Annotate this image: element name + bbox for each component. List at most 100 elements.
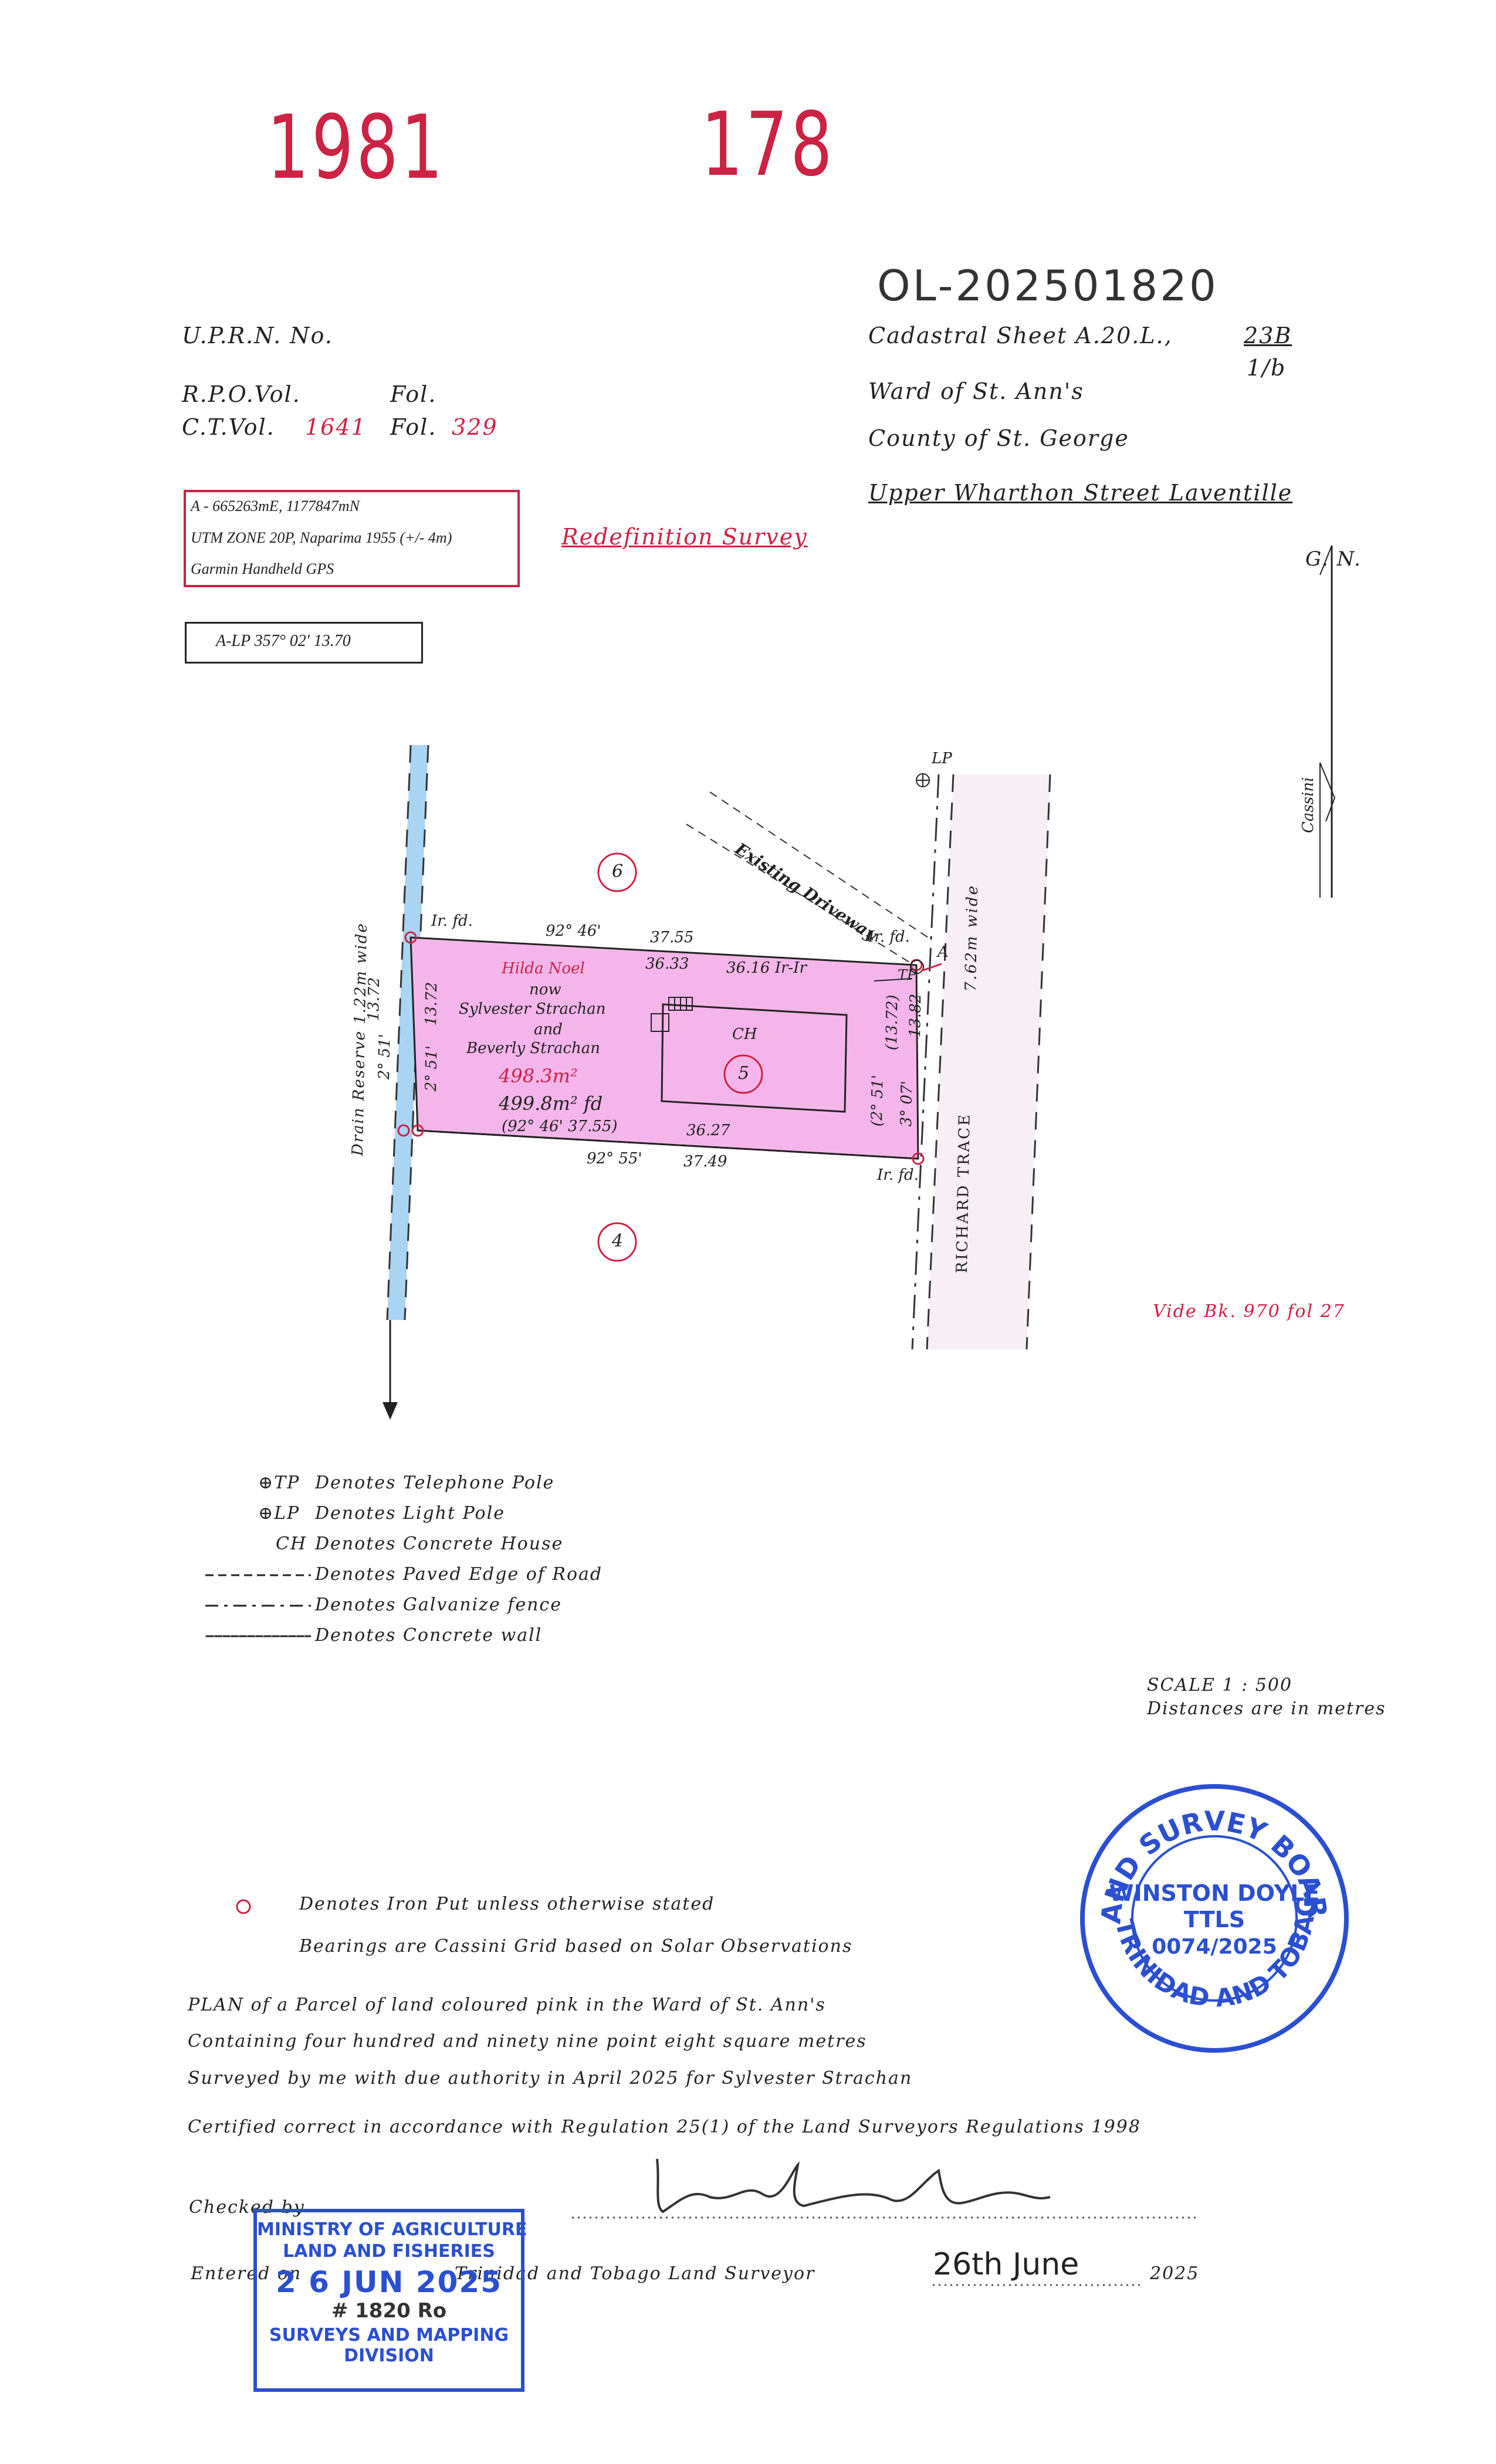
checked-by-label: Checked by: [189, 2197, 305, 2218]
owner-sylvester: Sylvester Strachan: [459, 1000, 606, 1018]
bottom-inner-distance: 36.27: [686, 1122, 730, 1139]
gps-line-3: Garmin Handheld GPS: [191, 560, 334, 577]
uprn-label: U.P.R.N. No.: [182, 323, 333, 348]
bottom-bearing: 92° 55': [587, 1150, 642, 1167]
lp-label: LP: [932, 750, 952, 767]
tp-label: TP: [898, 967, 917, 983]
owner-now: now: [529, 981, 561, 999]
ct-fol-label: Fol.: [390, 414, 437, 440]
right-angle-1: (2° 51': [868, 1074, 887, 1127]
right-dist-1: (13.72): [883, 994, 902, 1051]
plan-text-3: Surveyed by me with due authority in Apr…: [188, 2068, 913, 2089]
ministry-line-3: SURVEYS AND MAPPING: [269, 2325, 509, 2345]
legend-line-wall: [205, 1635, 311, 1637]
area-new: 498.3m²: [499, 1065, 578, 1087]
legend-text-lp: Denotes Light Pole: [315, 1503, 505, 1524]
plan-text-4: Certified correct in accordance with Reg…: [188, 2117, 1141, 2137]
ministry-ref: # 1820 Ro: [331, 2299, 447, 2323]
legend-symbol-lp: ⊕LP: [258, 1503, 300, 1524]
iron-corner-tl: [404, 931, 417, 944]
iron-fd-top-left: Ir. fd.: [431, 912, 473, 930]
road-strip: [927, 774, 1050, 1349]
signature-line: [572, 2216, 1200, 2219]
north-label: G. N.: [1305, 547, 1362, 571]
plan-text-2: Containing four hundred and ninety nine …: [188, 2031, 867, 2052]
entered-on-label: Entered on: [191, 2263, 302, 2284]
stamp-number-left: 1981: [267, 97, 446, 199]
vide-reference: Vide Bk. 970 fol 27: [1153, 1301, 1345, 1322]
legend-text-ch: Denotes Concrete House: [315, 1534, 564, 1554]
north-arrow: [1319, 545, 1335, 898]
iron-corner-bl2: [397, 1124, 410, 1137]
gps-coordinate-box: [184, 490, 520, 587]
ct-vol-value: 1641: [305, 414, 367, 440]
ministry-line-4: DIVISION: [344, 2345, 434, 2366]
iron-fd-top-right: Ir. fd.: [868, 928, 910, 946]
alp-bearing-box: [185, 622, 423, 664]
cadastral-sheet-sub: 1/b: [1247, 355, 1287, 381]
original-owner: Hilda Noel: [502, 960, 585, 977]
ministry-line-1: MINISTRY OF AGRICULTURE: [257, 2219, 527, 2240]
cadastral-sheet-label: Cadastral Sheet A.20.L.,: [868, 323, 1173, 348]
legend-line-paved: [205, 1574, 311, 1576]
rpo-fol-label: Fol.: [390, 381, 437, 407]
concrete-house: [661, 1003, 848, 1113]
left-angle-outer: 2° 51': [375, 1033, 394, 1080]
gps-line-2: UTM ZONE 20P, Naparima 1955 (+/- 4m): [191, 529, 452, 546]
ct-fol-value: 329: [452, 414, 498, 440]
legend-text-tp: Denotes Telephone Pole: [315, 1473, 555, 1493]
left-dist-inner: 13.72: [422, 981, 441, 1026]
legend-text-paved: Denotes Paved Edge of Road: [315, 1564, 603, 1585]
road-width: 7.62m wide: [962, 884, 982, 992]
iron-put-note: Denotes Iron Put unless otherwise stated: [299, 1894, 715, 1914]
alp-bearing-text: A-LP 357° 02' 13.70: [216, 632, 351, 650]
date-line: [933, 2284, 1144, 2286]
bottom-distance: 37.49: [683, 1153, 727, 1170]
rpo-vol-label: R.P.O.Vol.: [182, 381, 301, 407]
owner-and: and: [534, 1021, 563, 1038]
ministry-line-2: LAND AND FISHERIES: [283, 2241, 495, 2262]
left-angle-inner: 2° 51': [422, 1045, 441, 1092]
left-dist-outer: 13.72: [365, 977, 384, 1021]
ct-vol-label: C.T.Vol.: [182, 414, 275, 440]
iron-corner-bl: [411, 1124, 424, 1137]
lot-6: 6: [612, 861, 625, 882]
iron-put-symbol: [236, 1899, 251, 1914]
surveyor-label: Trinidad and Tobago Land Surveyor: [455, 2263, 815, 2284]
lot-5: 5: [738, 1063, 751, 1084]
surveyor-signature: [656, 2158, 1051, 2213]
legend-line-fence: [205, 1605, 311, 1607]
right-dist-2: 13.82: [906, 993, 925, 1038]
scale-ratio: SCALE 1 : 500: [1147, 1675, 1293, 1695]
seal-name: WINSTON DOYLE: [1109, 1880, 1320, 1906]
legend-text-fence: Denotes Galvanize fence: [315, 1595, 562, 1615]
ministry-date: 2 6 JUN 2025: [275, 2265, 502, 2299]
plan-text-1: PLAN of a Parcel of land coloured pink i…: [188, 1995, 826, 2015]
top-inner-distance: 36.33: [645, 955, 689, 973]
cadastral-sheet-value: 23B: [1244, 323, 1292, 348]
top-bearing: 92° 46': [546, 922, 601, 940]
lot-4: 4: [612, 1231, 625, 1251]
land-survey-board-seal: LAND SURVEY BOARD OF TRINIDAD AND TOBAGO…: [1068, 1772, 1349, 2053]
legend-symbol-ch: CH: [276, 1534, 307, 1554]
survey-plan: [383, 744, 1051, 1420]
road-name: RICHARD TRACE: [953, 1112, 974, 1274]
point-a-label: A: [937, 943, 949, 961]
top-distance: 37.55: [650, 929, 694, 946]
ch-label-plan: CH: [732, 1025, 757, 1043]
legend-text-wall: Denotes Concrete wall: [315, 1625, 543, 1646]
gps-line-1: A - 665263mE, 1177847mN: [191, 497, 360, 515]
iron-fd-bottom-right: Ir. fd.: [877, 1166, 919, 1184]
county-label: County of St. George: [868, 425, 1129, 451]
reference-number: OL-202501820: [877, 261, 1219, 310]
survey-type: Redefinition Survey: [561, 524, 808, 550]
bearings-note: Bearings are Cassini Grid based on Solar…: [299, 1936, 853, 1957]
top-inner-ir-ir: 36.16 Ir-Ir: [726, 959, 807, 977]
ward-label: Ward of St. Ann's: [868, 378, 1084, 404]
seal-title: TTLS: [1184, 1907, 1245, 1932]
parcel-5: [409, 936, 919, 1160]
drain-reserve-strip: [387, 745, 428, 1320]
owner-beverly: Beverly Strachan: [466, 1040, 601, 1057]
street-label: Upper Wharthon Street Laventille: [868, 480, 1293, 506]
right-angle-2: 3° 07': [898, 1080, 916, 1127]
